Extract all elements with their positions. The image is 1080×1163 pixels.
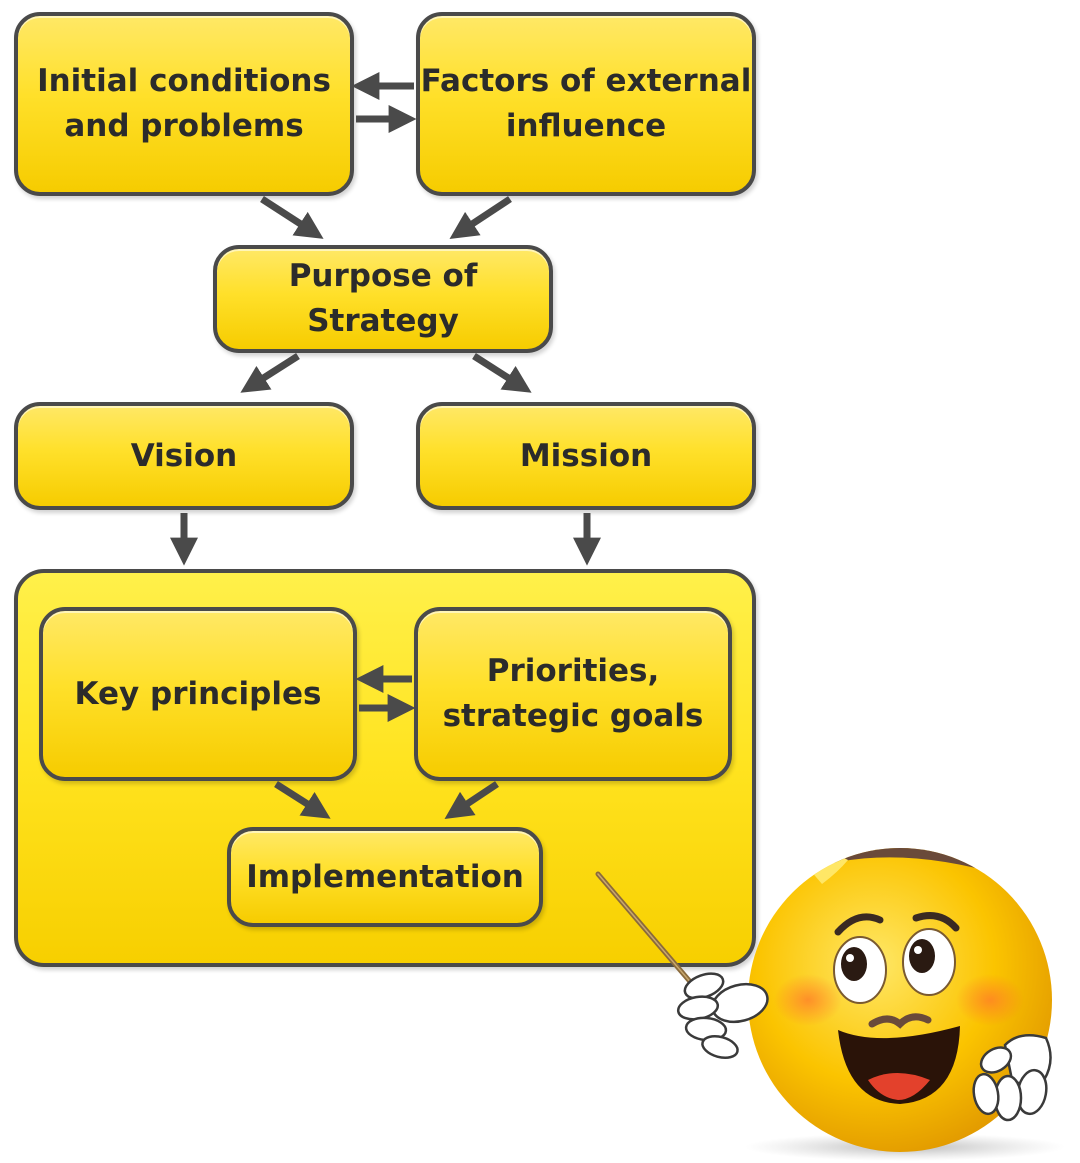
arrow-external-to-purpose [449,196,512,239]
node-mission-label: Mission [519,437,653,474]
node-key-principles: Key principles [39,607,357,781]
mascot-mustache [868,1013,932,1029]
node-external-factors: Factors of external influence [416,12,756,196]
node-vision: Vision [14,402,354,510]
arrow-purpose-to-mission [472,353,532,393]
node-implementation: Implementation [227,827,543,927]
node-priorities-label: Priorities, strategic goals [442,653,704,734]
mascot-mouth [838,1026,960,1104]
mascot-head [748,848,1052,1152]
node-external-factors-label: Factors of external influence [420,63,752,144]
mascot-eyes [833,928,956,1004]
node-mission: Mission [416,402,756,510]
node-purpose: Purpose of Strategy [213,245,553,353]
node-key-principles-label: Key principles [74,675,322,712]
arrow-principles-to-implementation [274,781,331,819]
node-initial-conditions-label: Initial conditions and problems [37,63,331,144]
node-implementation-label: Implementation [246,858,524,895]
mascot-right-glove [972,1033,1052,1122]
arrow-priorities-to-implementation [444,781,499,819]
arrow-initial-to-purpose [260,196,324,239]
node-initial-conditions: Initial conditions and problems [14,12,354,196]
node-vision-label: Vision [130,437,238,474]
mascot-left-glove [676,972,769,1059]
node-priorities: Priorities, strategic goals [414,607,732,781]
arrow-purpose-to-vision [240,353,300,393]
node-purpose-label: Purpose of Strategy [288,258,478,339]
